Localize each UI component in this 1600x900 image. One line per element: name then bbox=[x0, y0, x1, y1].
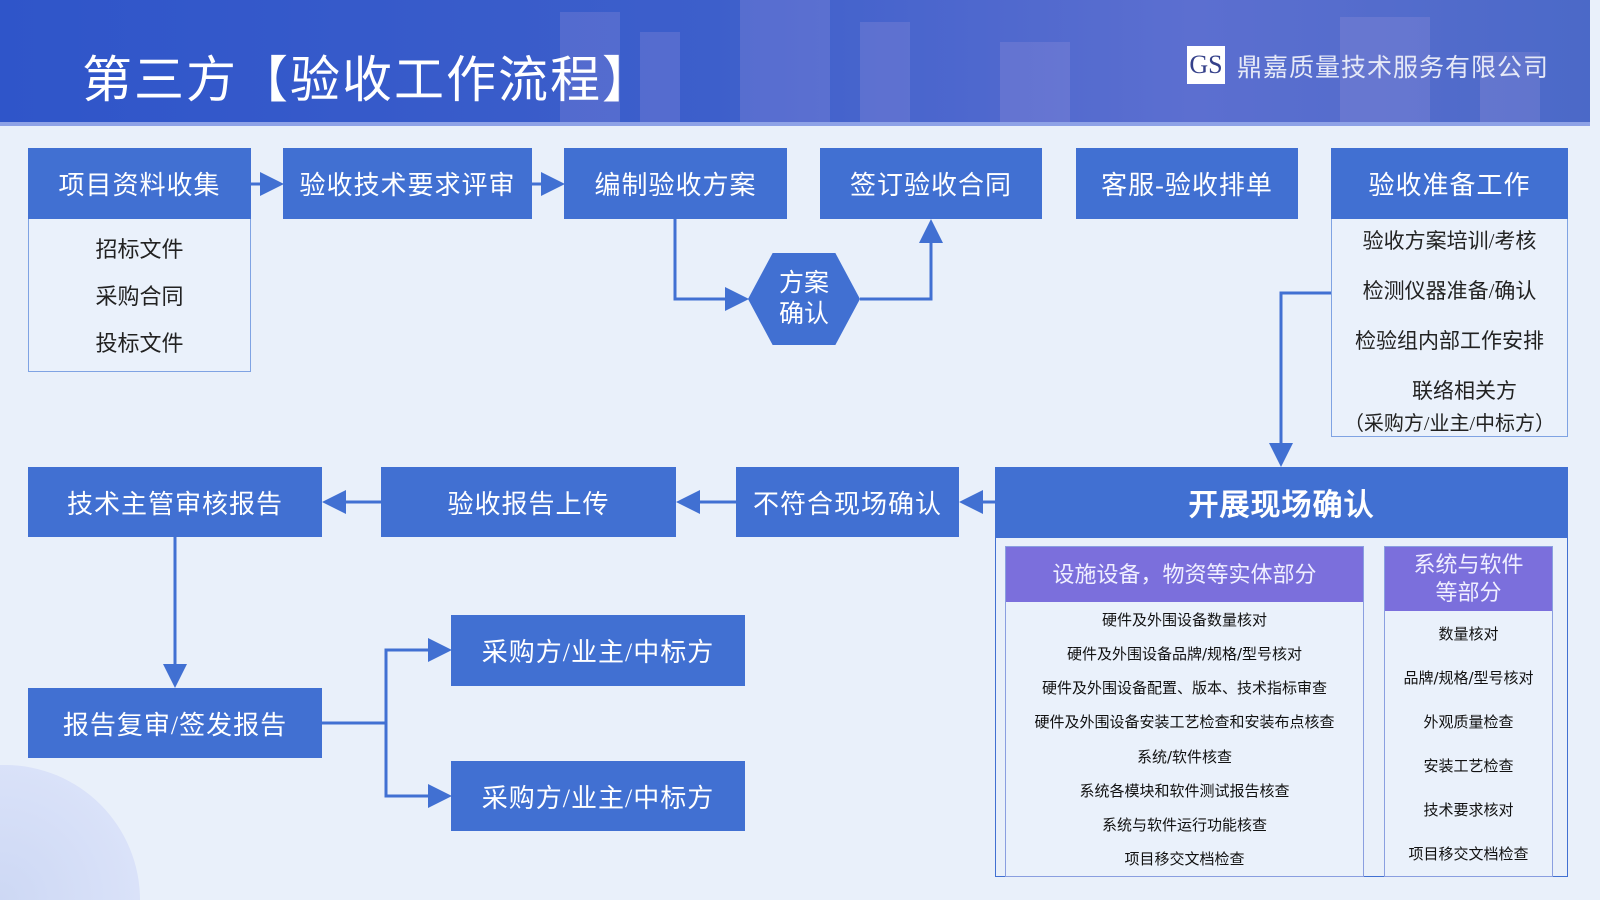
software-items: 数量核对 品牌/规格/型号核对 外观质量检查 安装工艺检查 技术要求核对 项目移… bbox=[1385, 611, 1552, 876]
recipient-box-2: 采购方/业主/中标方 bbox=[451, 761, 745, 831]
step-prepare: 验收准备工作 bbox=[1331, 148, 1568, 219]
physical-items: 硬件及外围设备数量核对 硬件及外围设备品牌/规格/型号核对 硬件及外围设备配置、… bbox=[1006, 602, 1363, 876]
list-item: 招标文件 bbox=[95, 237, 184, 263]
list-item: （采购方/业主/中标方） bbox=[1343, 413, 1556, 435]
step-upload-report: 验收报告上传 bbox=[381, 467, 676, 537]
list-item: 项目移交文档检查 bbox=[1124, 850, 1245, 869]
list-item: 品牌/规格/型号核对 bbox=[1403, 668, 1534, 687]
list-item: 检测仪器准备/确认 bbox=[1362, 279, 1537, 303]
list-item: 系统与软件运行功能核查 bbox=[1101, 816, 1267, 835]
step-schedule: 客服-验收排单 bbox=[1076, 148, 1298, 219]
header-banner: 第三方【验收工作流程】 GS 鼎嘉质量技术服务有限公司 bbox=[0, 0, 1590, 126]
step-nonconformity: 不符合现场确认 bbox=[736, 467, 959, 537]
company-name: 鼎嘉质量技术服务有限公司 bbox=[1237, 55, 1550, 82]
collect-materials-list: 招标文件 采购合同 投标文件 bbox=[28, 219, 251, 372]
hex-line: 方案 bbox=[778, 270, 829, 297]
list-item: 系统/软件核查 bbox=[1136, 747, 1233, 766]
step-audit-report: 技术主管审核报告 bbox=[28, 467, 322, 537]
list-item: 硬件及外围设备品牌/规格/型号核对 bbox=[1066, 644, 1303, 663]
list-item: 投标文件 bbox=[95, 330, 184, 356]
list-item: 硬件及外围设备安装工艺检查和安装布点核查 bbox=[1034, 713, 1335, 732]
step-onsite-confirm: 开展现场确认 bbox=[995, 467, 1568, 537]
list-item: 采购合同 bbox=[95, 283, 184, 309]
list-item: 数量核对 bbox=[1438, 624, 1499, 643]
list-item: 硬件及外围设备配置、版本、技术指标审查 bbox=[1041, 679, 1327, 698]
prepare-list: 验收方案培训/考核 检测仪器准备/确认 检验组内部工作安排 联络相关方 （采购方… bbox=[1331, 219, 1568, 437]
company-logo: GS bbox=[1187, 46, 1225, 84]
page-title: 第三方【验收工作流程】 bbox=[82, 52, 654, 108]
recipient-box-1: 采购方/业主/中标方 bbox=[451, 615, 745, 686]
plan-confirm-hexagon: 方案 确认 bbox=[748, 253, 860, 345]
list-item: 硬件及外围设备数量核对 bbox=[1101, 610, 1267, 629]
list-item: 外观质量检查 bbox=[1423, 712, 1514, 731]
step-requirements-review: 验收技术要求评审 bbox=[283, 148, 532, 219]
list-item: 项目移交文档检查 bbox=[1408, 845, 1529, 864]
software-header: 系统与软件等部分 bbox=[1385, 547, 1552, 611]
list-item: 技术要求核对 bbox=[1423, 801, 1514, 820]
physical-section: 设施设备，物资等实体部分 硬件及外围设备数量核对 硬件及外围设备品牌/规格/型号… bbox=[1005, 546, 1364, 877]
list-item: 安装工艺检查 bbox=[1423, 757, 1514, 776]
step-collect-materials: 项目资料收集 bbox=[28, 148, 251, 219]
physical-header: 设施设备，物资等实体部分 bbox=[1006, 547, 1363, 602]
software-section: 系统与软件等部分 数量核对 品牌/规格/型号核对 外观质量检查 安装工艺检查 技… bbox=[1384, 546, 1553, 877]
list-item: 检验组内部工作安排 bbox=[1355, 329, 1544, 353]
hex-line: 确认 bbox=[778, 301, 829, 328]
list-item: 系统各模块和软件测试报告核查 bbox=[1079, 781, 1290, 800]
list-item: 验收方案培训/考核 bbox=[1362, 229, 1537, 253]
step-compile-plan: 编制验收方案 bbox=[564, 148, 787, 219]
list-item: 联络相关方 bbox=[1412, 379, 1517, 403]
step-sign-contract: 签订验收合同 bbox=[820, 148, 1042, 219]
step-reissue-report: 报告复审/签发报告 bbox=[28, 688, 322, 758]
